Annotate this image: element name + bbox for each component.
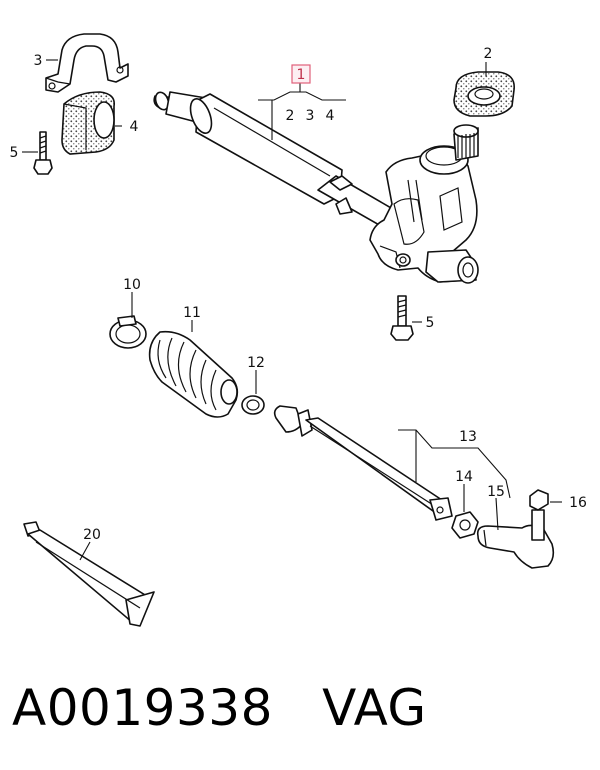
part-number: A0019338: [12, 679, 273, 737]
callout-15: 15: [487, 484, 505, 500]
part-5-bolt-lower: [390, 295, 414, 341]
part-15-tie-rod-end: [476, 509, 555, 569]
part-number-footer: A0019338 VAG: [12, 668, 427, 748]
callout-10: 10: [123, 277, 141, 293]
callout-bracket-1: [258, 83, 346, 140]
part-3-clamp: [45, 33, 129, 93]
callout-5-upper: 5: [10, 145, 19, 161]
callout-20: 20: [83, 527, 101, 543]
brand: VAG: [322, 679, 427, 737]
leader-20: [79, 541, 91, 561]
callout-1: 1: [297, 67, 306, 83]
part-14-nut: [451, 511, 479, 539]
callout-5-lower: 5: [426, 315, 435, 331]
callout-1-sub-4: 4: [326, 108, 335, 124]
part-1-steering-rack: [153, 91, 479, 284]
callout-12: 12: [247, 355, 265, 371]
part-11-bellows-boot: [148, 330, 239, 418]
leader-15: [495, 497, 499, 531]
callout-2: 2: [484, 46, 493, 62]
part-13-tie-rod: [273, 405, 453, 521]
steering-rack-exploded-diagram: 1 2 3 4 2 3 4 5 5 10 11 12 13 14 15 16 2…: [10, 33, 587, 627]
part-5-bolt-left: [33, 131, 53, 175]
part-4-rubber-bush: [61, 91, 116, 155]
part-10-clamp: [109, 315, 147, 349]
callout-16: 16: [569, 495, 587, 511]
callout-13: 13: [459, 429, 477, 445]
callout-1-sub-2: 2: [286, 108, 295, 124]
part-12-small-clamp: [241, 395, 265, 415]
callout-1-sub-3: 3: [306, 108, 315, 124]
part-20-grease-tube: [23, 521, 155, 627]
callout-11: 11: [183, 305, 201, 321]
part-16-nut: [529, 489, 549, 511]
part-2-dust-seal: [453, 71, 515, 117]
callout-14: 14: [455, 469, 473, 485]
callout-4: 4: [130, 119, 139, 135]
callout-bracket-13: [398, 429, 511, 499]
callout-3: 3: [34, 53, 43, 69]
callout-1-highlight: [291, 64, 311, 84]
